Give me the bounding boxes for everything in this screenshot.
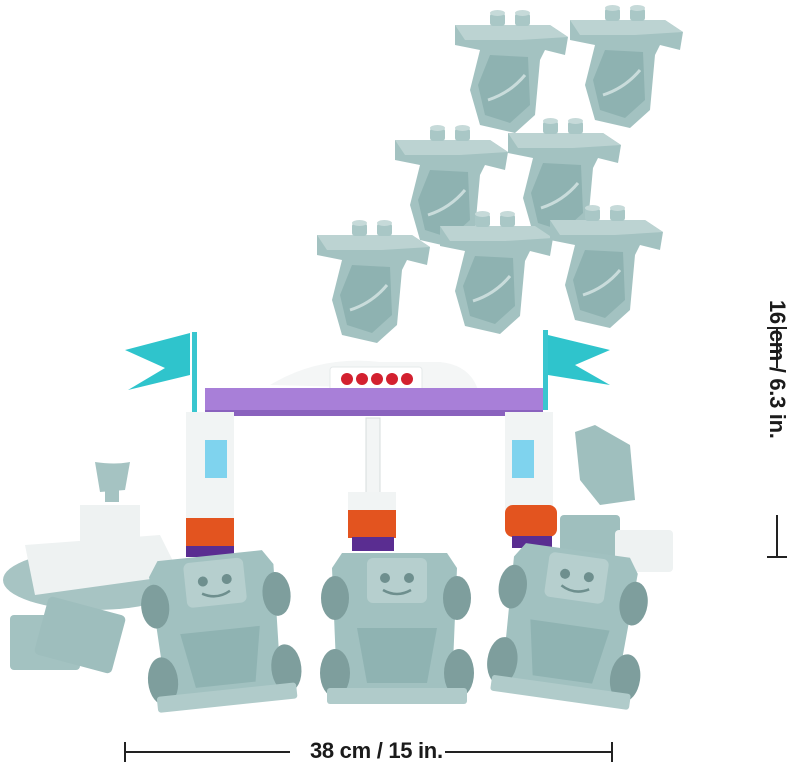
dimension-lines — [124, 327, 787, 762]
width-dimension-label: 38 cm / 15 in. — [310, 738, 443, 763]
start-gantry — [125, 330, 610, 557]
spare-bricks — [10, 425, 673, 674]
engine-cover-pieces — [315, 3, 685, 345]
trophy-podium — [3, 462, 187, 610]
height-dimension-label: 16 cm / 6.3 in. — [765, 300, 790, 439]
race-cars — [134, 538, 658, 715]
